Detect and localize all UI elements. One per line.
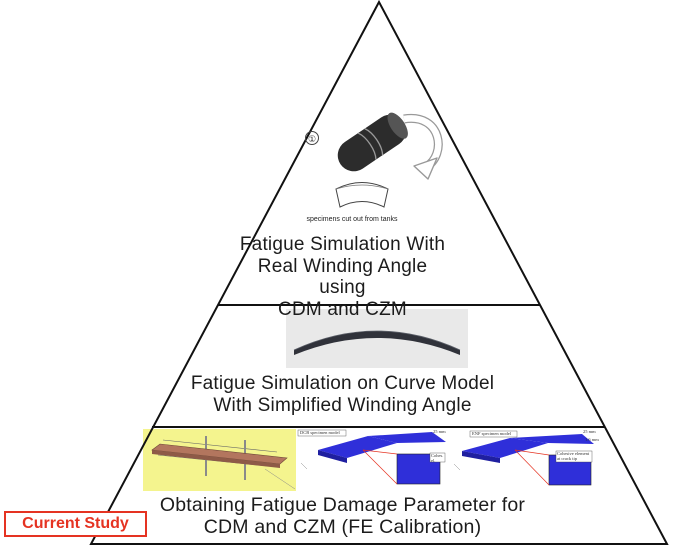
tier-bottom-label: Obtaining Fatigue Damage Parameter for C… [140,494,545,538]
step-number-marker: ① [305,131,319,145]
tier-middle-line: Fatigue Simulation on Curve Model [190,373,495,394]
curved-arrow-icon [403,114,443,180]
current-study-badge: Current Study [4,511,147,537]
tier-top-line: Real Winding Angle using [257,255,428,299]
tier-top-line: Fatigue Simulation With [239,234,446,255]
enf-thickness-label: 1.6 mm [585,437,599,442]
tier-middle-line: With Simplified Winding Angle [213,394,472,416]
enf-cohesive-label: Cohesive element at crack tip [557,451,590,461]
curved-specimen-piece-icon [335,182,389,208]
tier-bottom-line: CDM and CZM (FE Calibration) [203,516,482,539]
dcb-model [297,429,446,485]
dcb-cohesive-label: Cohes. el. [431,453,444,463]
curved-specimen-photo [286,309,468,368]
tier-top-line: CDM and CZM [278,298,407,320]
enf-model [453,430,594,486]
tier-middle-label: Fatigue Simulation on Curve Model With S… [175,373,510,416]
pyramid-outline [89,0,669,545]
fe-beam-model [151,436,296,490]
tier-top-label: Fatigue Simulation With Real Winding Ang… [235,234,450,321]
enf-dimension-label: 25 mm [583,429,596,434]
specimen-caption: specimens cut out from tanks [306,216,398,223]
dcb-specimen-label: DCB specimen model [300,430,340,435]
dcb-dimension-label: 25 mm [433,429,446,434]
tier-bottom-line: Obtaining Fatigue Damage Parameter for [159,494,526,516]
tank-cylinder-icon [337,112,408,172]
enf-specimen-label: ENF specimen model [472,431,511,436]
